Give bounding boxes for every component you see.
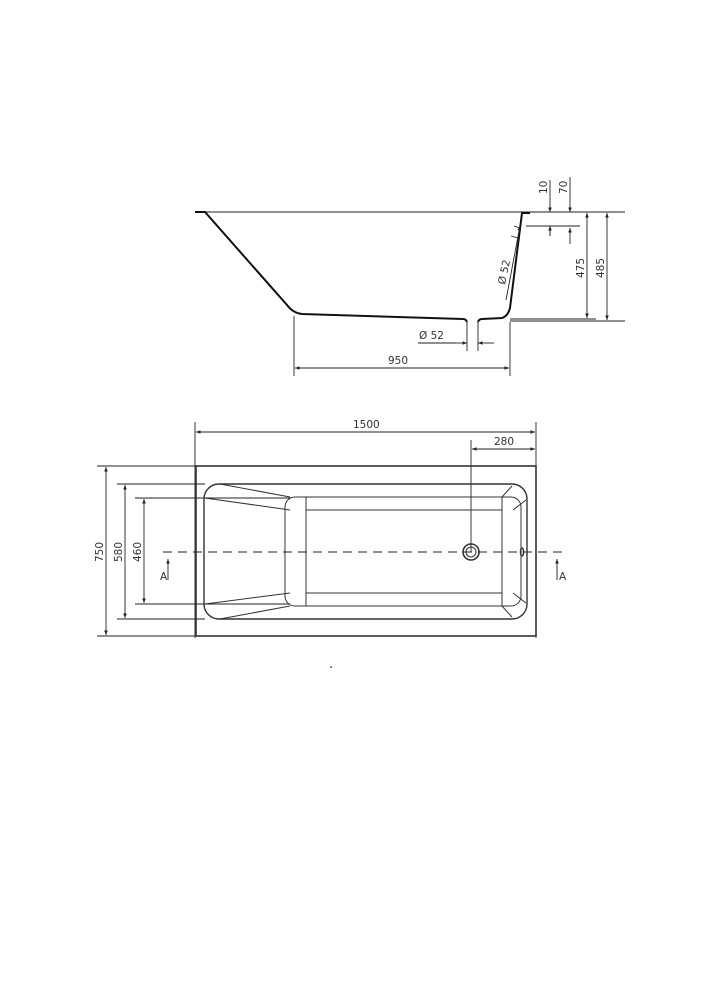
dim-overflow-diameter: Ø 52 [496,259,513,286]
tub-outer-outline [195,465,537,637]
tub-basin [284,496,522,607]
side-section-view: 10 70 475 485 Ø 52 Ø 52 950 [195,177,625,376]
dim-length: 1500 [353,419,380,431]
section-label-right: A [559,571,567,583]
tub-inner-rim [203,483,528,620]
dim-floor-width: 460 [132,542,144,562]
dim-depth-inner: 475 [575,258,587,278]
dim-depth-total: 485 [595,258,607,278]
stray-dot [330,666,332,668]
dim-inner-width: 580 [113,542,125,562]
plan-view: 1500 280 A A 750 [94,419,567,638]
dim-rim-10: 10 [538,181,550,194]
section-label-left: A [160,571,168,583]
tub-section-profile [195,211,530,323]
dim-bottom-length: 950 [388,355,408,367]
dim-width: 750 [94,542,106,562]
dim-drain-offset: 280 [494,436,514,448]
dim-drain-diameter: Ø 52 [419,330,444,342]
dim-rim-70: 70 [558,181,570,194]
